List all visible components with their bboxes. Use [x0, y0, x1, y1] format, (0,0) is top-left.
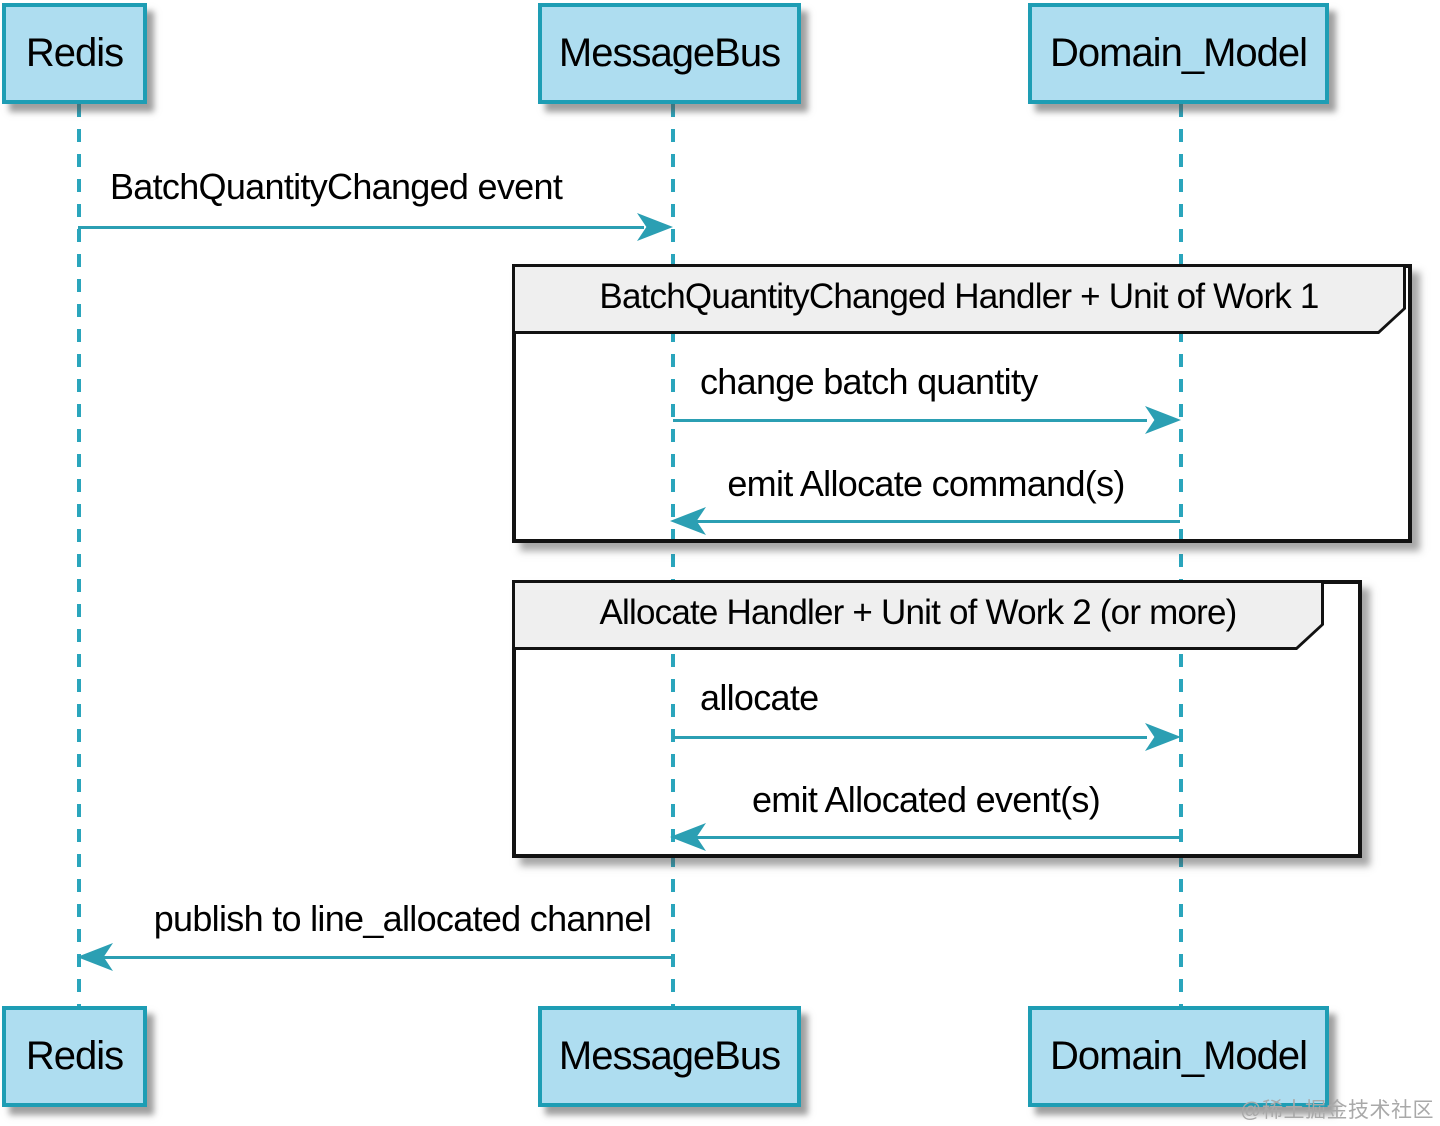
lifeline-messagebus: [671, 104, 675, 1007]
actor-label: MessageBus: [558, 31, 781, 75]
frame-title: BatchQuantityChanged Handler + Unit of W…: [599, 277, 1319, 316]
message-line: [91, 956, 672, 959]
frame-header-inner: Allocate Handler + Unit of Work 2 (or mo…: [515, 583, 1321, 647]
actor-redis-bottom: Redis: [2, 1006, 147, 1107]
message-line: [684, 520, 1180, 523]
frame-title: Allocate Handler + Unit of Work 2 (or mo…: [599, 593, 1237, 632]
frame-header-inner: BatchQuantityChanged Handler + Unit of W…: [515, 267, 1403, 331]
message-line: [673, 736, 1147, 739]
actor-label: MessageBus: [558, 1034, 781, 1078]
watermark: @稀土掘金技术社区: [1240, 1099, 1434, 1122]
actor-label: Redis: [25, 1034, 124, 1078]
actor-label: Domain_Model: [1049, 31, 1308, 75]
message-line: [673, 419, 1147, 422]
actor-domain-model-bottom: Domain_Model: [1028, 1006, 1329, 1107]
message-label-emit-allocated-events: emit Allocated event(s): [751, 779, 1101, 820]
message-line: [78, 226, 644, 229]
actor-redis-top: Redis: [2, 3, 147, 104]
message-label-batchquantitychanged-event: BatchQuantityChanged event: [110, 166, 563, 207]
message-label-change-batch-quantity: change batch quantity: [700, 361, 1038, 402]
message-label-publish-line-allocated: publish to line_allocated channel: [153, 898, 652, 939]
frame-header-allocate: Allocate Handler + Unit of Work 2 (or mo…: [512, 580, 1324, 650]
lifeline-domain-model: [1179, 104, 1183, 1007]
message-line: [684, 836, 1180, 839]
message-label-emit-allocate-commands: emit Allocate command(s): [727, 463, 1125, 504]
actor-label: Domain_Model: [1049, 1034, 1308, 1078]
message-label-allocate: allocate: [700, 677, 819, 718]
actor-messagebus-top: MessageBus: [538, 3, 801, 104]
actor-label: Redis: [25, 31, 124, 75]
actor-messagebus-bottom: MessageBus: [538, 1006, 801, 1107]
frame-header-batchquantitychanged: BatchQuantityChanged Handler + Unit of W…: [512, 264, 1406, 334]
actor-domain-model-top: Domain_Model: [1028, 3, 1329, 104]
lifeline-redis: [77, 104, 81, 1007]
